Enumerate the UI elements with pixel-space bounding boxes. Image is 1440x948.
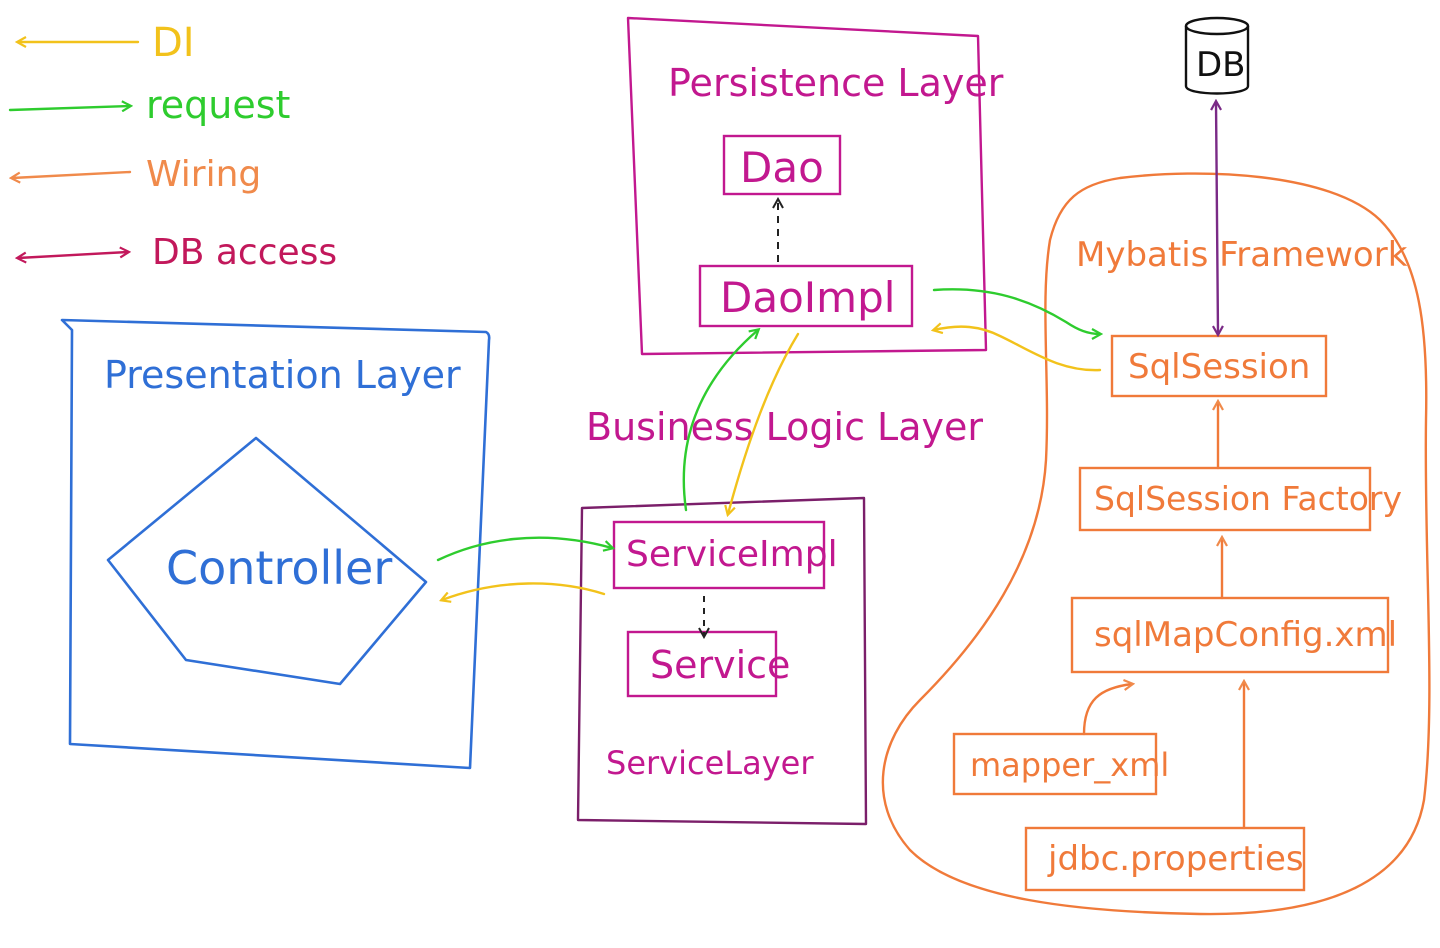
sqlsession-to-dao-di-arrow (934, 327, 1102, 372)
dao-box (722, 134, 842, 196)
dao-impl-box (698, 264, 914, 328)
request-arrow-icon (8, 106, 130, 110)
legend-request: request (8, 83, 290, 127)
legend-db-access: DB access (18, 232, 337, 273)
dao-to-service-di-arrow (728, 332, 800, 514)
service-impl-box (612, 520, 826, 590)
dao-impl-label: DaoImpl (720, 273, 895, 322)
jdbc-properties-box (1024, 826, 1306, 892)
legend-wiring: Wiring (12, 154, 261, 195)
presentation-layer-title: Presentation Layer (104, 353, 461, 397)
controller-label: Controller (166, 541, 392, 595)
controller-shape (106, 436, 428, 686)
db-access-arrow-icon (18, 252, 128, 258)
presentation-layer: Presentation Layer Controller (60, 318, 491, 770)
mapper-to-config-arrow (1082, 684, 1132, 736)
wiring-arrow-icon (12, 170, 132, 178)
persistence-layer-box (626, 16, 988, 356)
dao-label: Dao (740, 143, 824, 192)
service-to-controller-di-arrow (442, 582, 606, 600)
mybatis-framework: Mybatis Framework SqlSession SqlSession … (881, 172, 1431, 916)
legend: DI request Wiring DB access (10, 20, 337, 273)
sql-session-factory-box (1078, 466, 1372, 532)
persistence-layer-title: Persistence Layer (668, 61, 1004, 105)
mybatis-framework-outline (881, 172, 1431, 916)
service-layer-title: ServiceLayer (606, 744, 814, 782)
service-to-dao-request-arrow (682, 330, 758, 512)
sql-map-config-box (1070, 596, 1390, 674)
db-access-line (1216, 102, 1218, 334)
controller-to-service-request-arrow (436, 536, 612, 562)
database-label: DB (1196, 45, 1246, 85)
sql-session-label: SqlSession (1128, 347, 1310, 387)
mapper-xml-label: mapper_xml (970, 746, 1169, 784)
legend-wiring-label: Wiring (146, 154, 261, 195)
presentation-layer-box (60, 318, 491, 770)
sql-map-config-label: sqlMapConfig.xml (1094, 615, 1397, 655)
legend-request-label: request (146, 83, 290, 127)
service-label: Service (650, 643, 790, 687)
dao-to-sqlsession-request-arrow (932, 288, 1100, 334)
database: DB (1184, 16, 1250, 95)
mapper-xml-box (952, 732, 1158, 796)
mybatis-framework-title: Mybatis Framework (1076, 235, 1408, 275)
jdbc-properties-label: jdbc.properties (1047, 839, 1304, 879)
legend-db-access-label: DB access (152, 232, 337, 273)
legend-di: DI (18, 20, 195, 66)
business-logic-layer-title: Business Logic Layer (586, 405, 983, 449)
persistence-layer: Persistence Layer Dao DaoImpl (626, 16, 1004, 356)
service-impl-label: ServiceImpl (626, 534, 838, 575)
sql-session-factory-label: SqlSession Factory (1094, 479, 1402, 518)
database-icon (1184, 16, 1250, 95)
legend-di-label: DI (152, 20, 195, 66)
service-layer: ServiceImpl Service ServiceLayer (576, 496, 868, 826)
service-layer-box (576, 496, 868, 826)
